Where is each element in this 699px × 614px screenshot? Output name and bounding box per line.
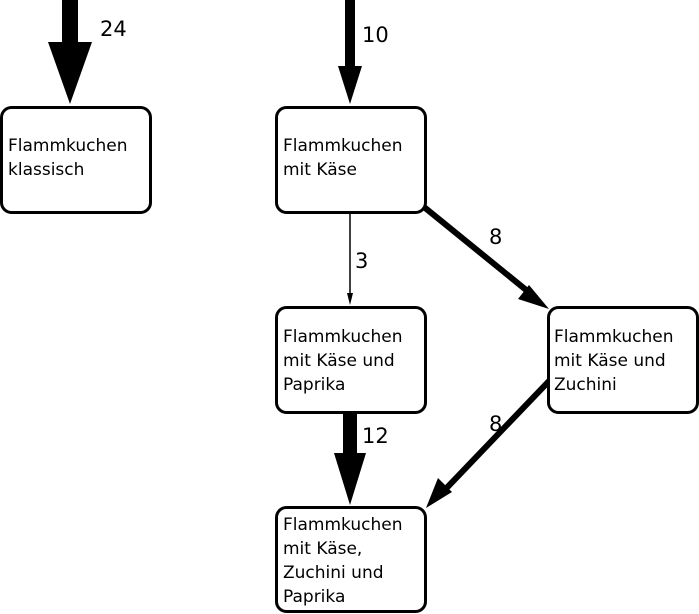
node-flammkuchen-kaese-zuchini-paprika: Flammkuchen mit Käse, Zuchini und Paprik…: [275, 506, 427, 613]
node-flammkuchen-kaese-zuchini: Flammkuchen mit Käse und Zuchini: [547, 306, 699, 414]
edge-line: [422, 204, 538, 301]
edge-paprika-to-all: 12: [334, 412, 389, 505]
node-label: Flammkuchen mit Käse und Zuchini: [554, 327, 679, 395]
node-label: Flammkuchen mit Käse, Zuchini und Paprik…: [283, 515, 408, 607]
node-box: [275, 506, 427, 613]
edge-arrowhead: [347, 293, 353, 305]
node-box: [275, 106, 427, 214]
edge-zuchini-to-all: 8: [426, 377, 553, 508]
node-flammkuchen-klassisch: Flammkuchen klassisch: [0, 106, 152, 214]
node-box: [0, 106, 152, 214]
node-flammkuchen-kaese-paprika: Flammkuchen mit Käse und Paprika: [275, 306, 427, 414]
edge-label: 12: [362, 424, 389, 448]
edge-label: 10: [362, 23, 389, 47]
edge-in-kaese: 10: [338, 0, 389, 104]
edge-in-klassisch: 24: [48, 0, 127, 104]
edge-arrow: [338, 0, 362, 104]
edge-label: 8: [489, 412, 502, 436]
edge-kaese-to-paprika: 3: [347, 212, 368, 305]
node-flammkuchen-mit-kaese: Flammkuchen mit Käse: [275, 106, 427, 214]
edge-arrow: [334, 412, 366, 505]
edge-arrowhead: [518, 285, 549, 309]
node-box: [275, 306, 427, 414]
node-label: Flammkuchen mit Käse: [283, 136, 408, 180]
edge-arrow: [48, 0, 92, 104]
edge-label: 3: [355, 249, 368, 273]
edge-kaese-to-zuchini: 8: [422, 204, 549, 309]
node-label: Flammkuchen klassisch: [8, 136, 133, 180]
node-box: [547, 306, 699, 414]
edge-label: 24: [100, 17, 127, 41]
edge-line: [435, 377, 553, 500]
node-label: Flammkuchen mit Käse und Paprika: [283, 327, 408, 395]
edge-arrowhead: [426, 478, 452, 508]
edge-label: 8: [489, 225, 502, 249]
